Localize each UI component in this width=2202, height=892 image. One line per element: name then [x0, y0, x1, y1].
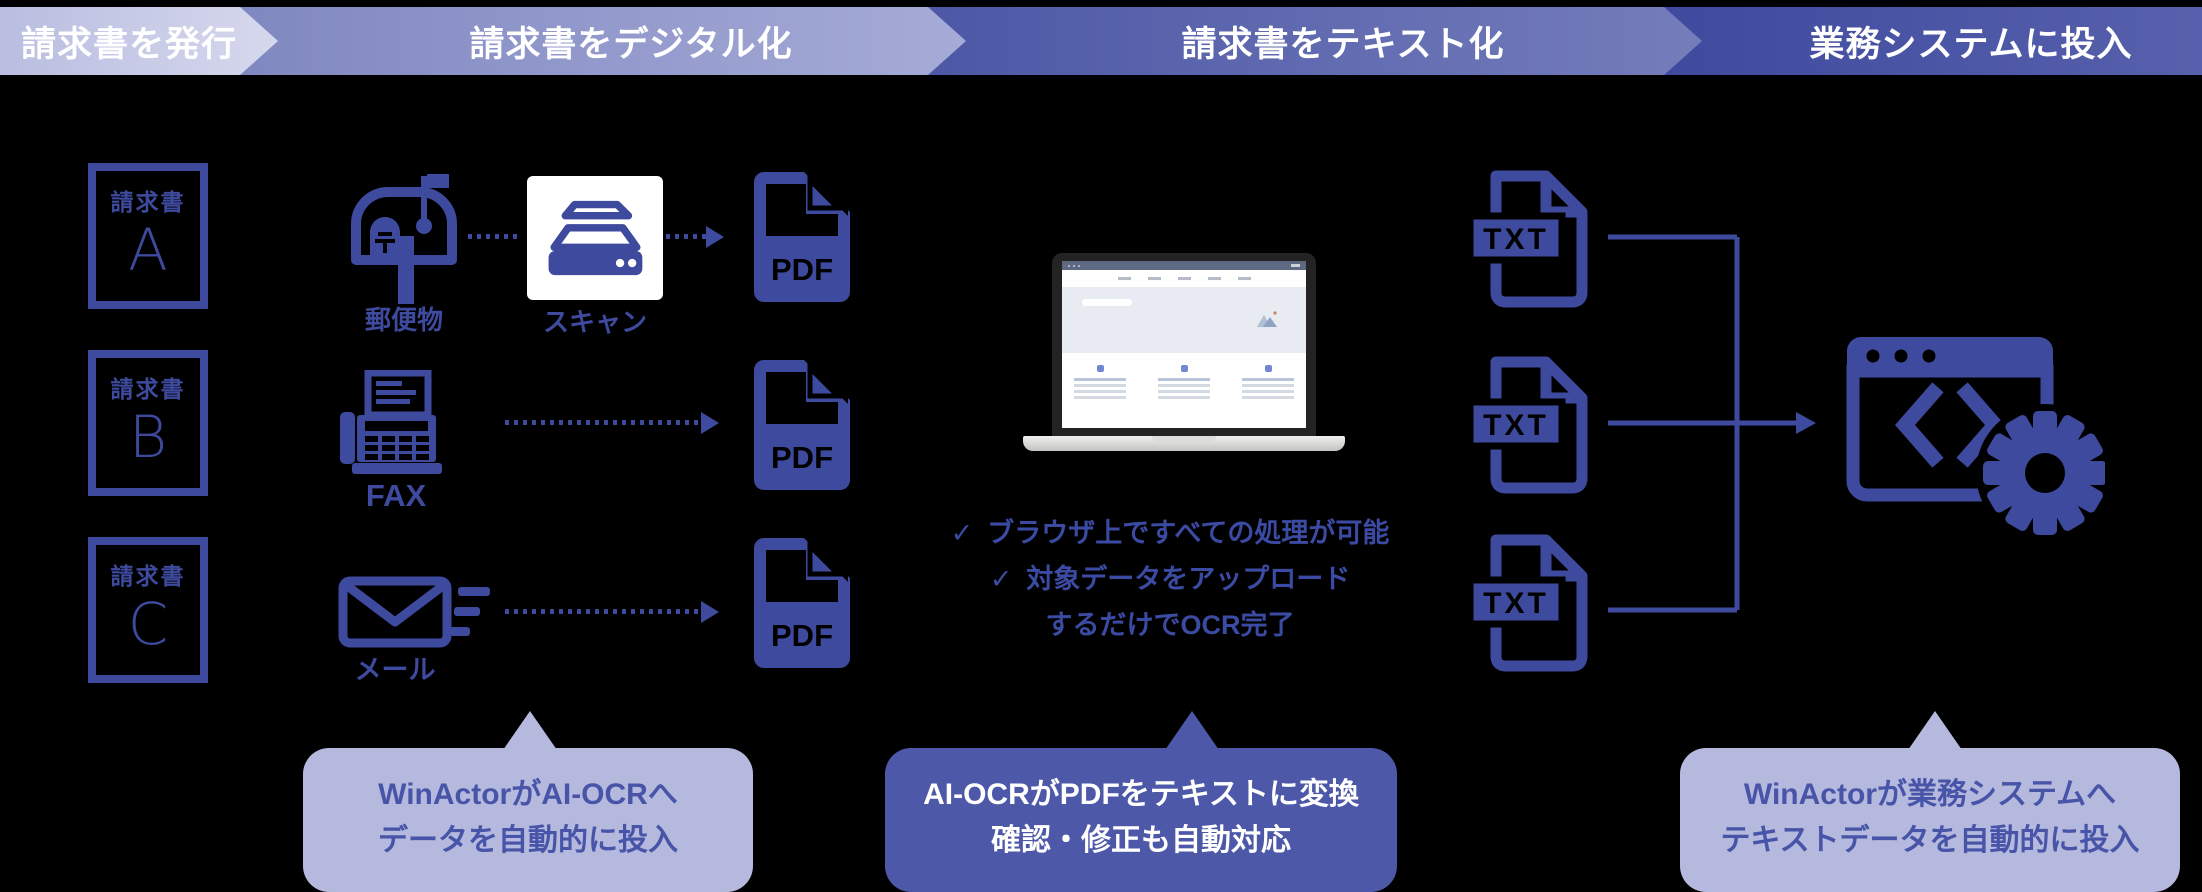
email-label: メール	[354, 655, 436, 685]
pdf-file-icon: PDF	[754, 536, 850, 668]
callout-winactor-to-aiocr: WinActorがAI-OCRへ データを自動的に投入	[303, 748, 753, 892]
site-column	[1242, 365, 1294, 428]
checklist-line: ✓ブラウザ上ですべての処理が可能	[950, 518, 1390, 548]
invoice-b-box: 請求書 B	[88, 350, 208, 496]
step-label: 請求書をテキスト化	[1181, 24, 1505, 64]
arrowhead-icon	[701, 601, 719, 623]
svg-text:PDF: PDF	[771, 618, 833, 653]
invoice-title: 請求書	[110, 376, 186, 402]
scanner-icon	[548, 200, 643, 276]
check-icon: ✓	[989, 564, 1013, 594]
site-column	[1074, 365, 1126, 428]
laptop-mockup	[1023, 253, 1345, 451]
pdf-file-icon: PDF	[754, 358, 850, 490]
pdf-file-icon: PDF	[754, 170, 850, 302]
fax-label: FAX	[365, 478, 427, 513]
fax-icon	[340, 370, 442, 474]
arrowhead-icon	[701, 412, 719, 434]
mailbox-label: 郵便物	[364, 305, 443, 335]
step-input-business-system: 業務システムに投入	[1664, 7, 2202, 75]
callout-pointer	[503, 711, 557, 750]
ocr-feature-checklist: ✓ブラウザ上ですべての処理が可能 ✓対象データをアップロード するだけでOCR完…	[930, 510, 1410, 648]
svg-text:TXT: TXT	[1483, 409, 1549, 442]
site-columns	[1062, 353, 1306, 428]
svg-text:PDF: PDF	[771, 440, 833, 475]
site-nav	[1062, 270, 1306, 287]
callout-aiocr-convert: AI-OCRがPDFをテキストに変換 確認・修正も自動対応	[885, 748, 1397, 892]
step-label: 請求書を発行	[20, 24, 237, 64]
txt-file-icon: TXT	[1468, 356, 1588, 494]
checklist-line: するだけでOCR完了	[1045, 610, 1295, 640]
mailbox-icon	[351, 174, 457, 304]
laptop-screen	[1052, 253, 1316, 436]
callout-pointer	[1908, 711, 1962, 750]
site-hero	[1062, 287, 1306, 353]
step-textify-invoice: 請求書をテキスト化	[928, 7, 1766, 75]
browser-chrome-bar	[1062, 261, 1306, 270]
dotted-arrow-fax-to-pdf	[505, 420, 701, 425]
invoice-a-box: 請求書 A	[88, 163, 208, 309]
invoice-letter: C	[127, 590, 169, 658]
dotted-arrow-scan-to-pdf	[666, 234, 706, 239]
check-icon: ✓	[950, 518, 974, 548]
step-issue-invoice: 請求書を発行	[0, 7, 296, 75]
invoice-letter: B	[129, 403, 167, 471]
business-system-icon	[1846, 337, 2105, 542]
dotted-arrow-mailbox-to-scan	[468, 234, 522, 239]
invoice-c-box: 請求書 C	[88, 537, 208, 683]
browser-page	[1062, 261, 1306, 428]
invoice-title: 請求書	[110, 563, 186, 589]
step-label: 請求書をデジタル化	[469, 24, 793, 64]
svg-text:TXT: TXT	[1483, 223, 1549, 256]
scan-label: スキャン	[542, 307, 647, 337]
dotted-arrow-email-to-pdf	[505, 609, 701, 614]
callout-winactor-to-system: WinActorが業務システムへ テキストデータを自動的に投入	[1680, 748, 2180, 892]
laptop-base	[1023, 436, 1345, 451]
step-label: 業務システムに投入	[1809, 24, 2133, 64]
invoice-title: 請求書	[110, 189, 186, 215]
txt-file-icon: TXT	[1468, 534, 1588, 672]
scanner-tile	[527, 176, 663, 300]
checklist-line: ✓対象データをアップロード	[989, 564, 1351, 594]
svg-text:PDF: PDF	[771, 252, 833, 287]
email-icon	[338, 576, 490, 648]
arrowhead-icon	[706, 226, 724, 248]
step-digitize-invoice: 請求書をデジタル化	[240, 7, 1030, 75]
invoice-letter: A	[128, 216, 168, 284]
image-placeholder-icon	[1257, 311, 1277, 327]
hero-pill	[1082, 299, 1132, 306]
merge-connector-lines	[1608, 234, 1816, 613]
callout-pointer	[1165, 711, 1219, 750]
svg-text:TXT: TXT	[1483, 587, 1549, 620]
txt-file-icon: TXT	[1468, 170, 1588, 308]
site-column	[1158, 365, 1210, 428]
